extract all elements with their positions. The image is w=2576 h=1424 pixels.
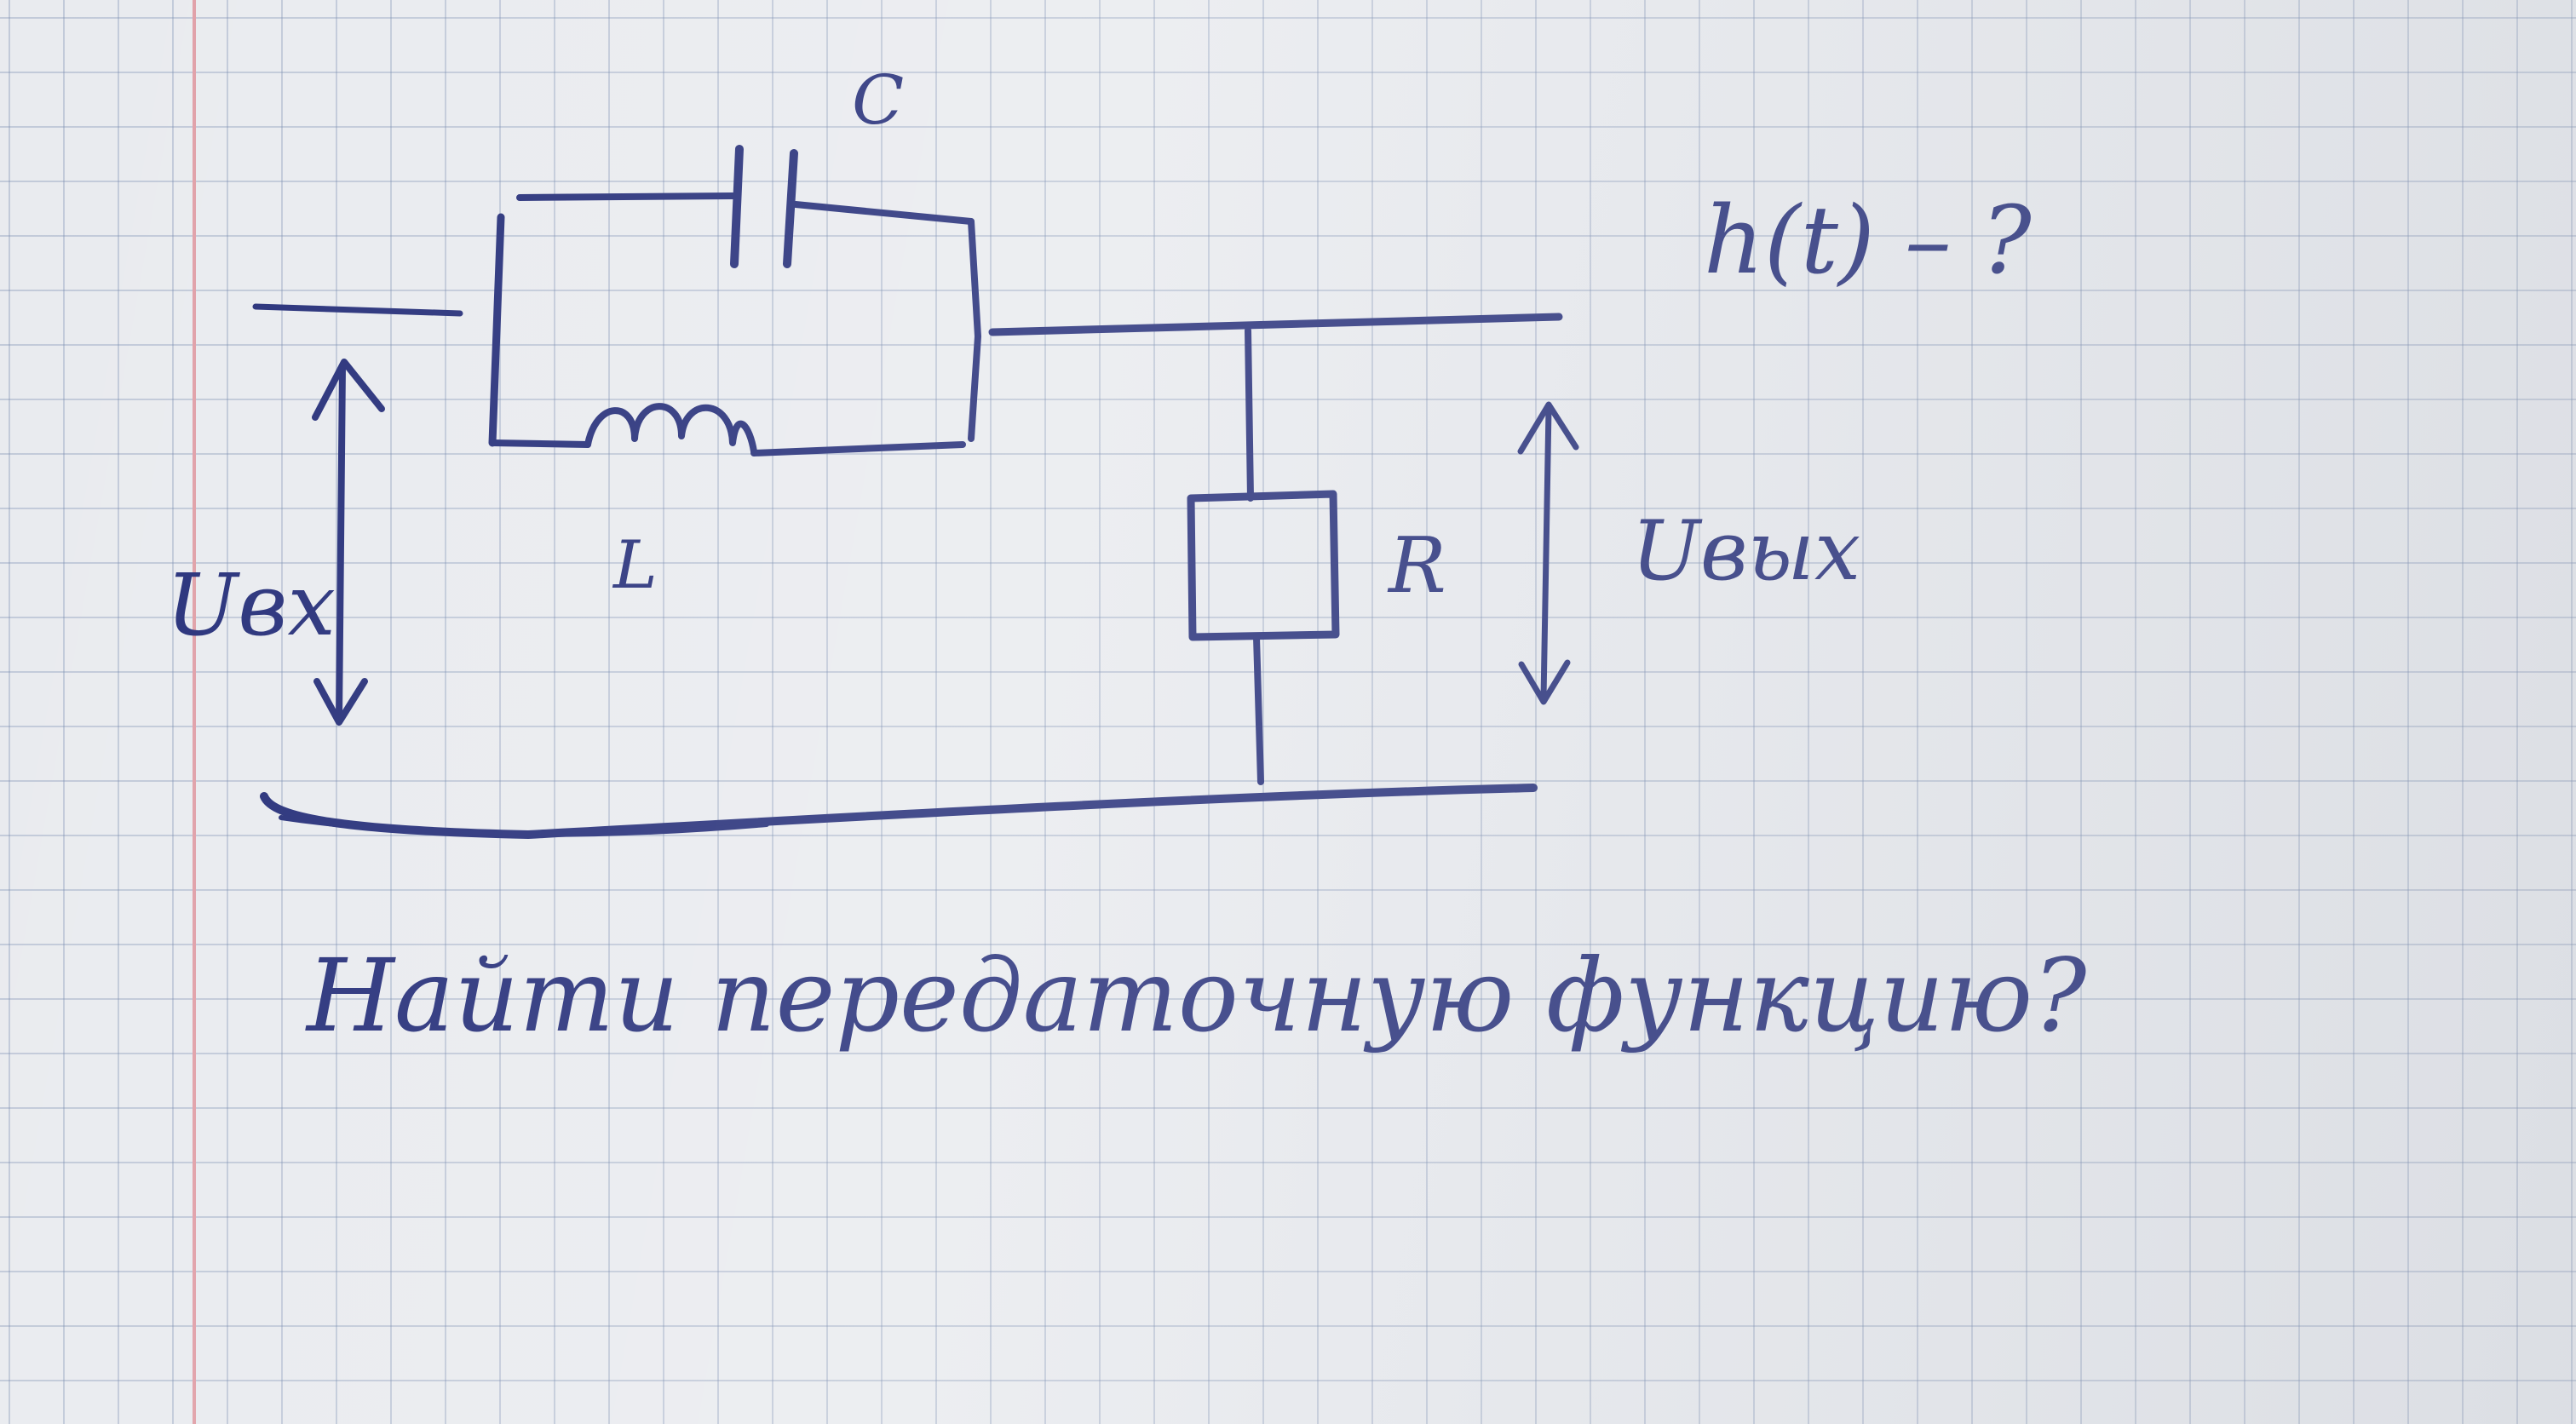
capacitor-plate-left (730, 145, 744, 268)
capacitor-plate-right (783, 149, 798, 268)
bottom-wire (260, 784, 1538, 839)
resistor-lead-bottom (1253, 634, 1264, 785)
label-inductor: L (612, 527, 658, 604)
input-arrow-head-bottom (313, 678, 368, 726)
input-voltage-arrow (336, 363, 346, 723)
output-arrow-head-top (1517, 401, 1579, 455)
input-wire (252, 303, 463, 317)
bottom-wire-stroke (279, 815, 769, 837)
inductor-coil (584, 403, 757, 455)
task-text: Найти передаточную функцию? (305, 937, 2087, 1054)
lc-bottom-wire-left (489, 439, 591, 448)
output-voltage-arrow (1540, 405, 1552, 702)
lc-bottom-wire-right (750, 441, 966, 456)
input-arrow-head-top (312, 359, 385, 421)
resistor-body (1187, 490, 1340, 641)
label-unknown: h(t) – ? (1704, 186, 2033, 295)
output-arrow-head-bottom (1518, 659, 1571, 705)
label-input-voltage: Uвх (166, 555, 336, 655)
label-resistor: R (1387, 521, 1446, 611)
output-top-wire (988, 313, 1563, 336)
lc-top-wire-left (516, 192, 736, 201)
lc-left-side (488, 213, 505, 447)
lc-right-side (968, 218, 981, 442)
resistor-lead-top (1245, 327, 1254, 502)
lc-top-wire-right (792, 201, 975, 225)
label-capacitor: C (852, 60, 904, 140)
label-output-voltage: Uвых (1631, 503, 1860, 599)
notebook-margin-line (193, 0, 196, 1424)
